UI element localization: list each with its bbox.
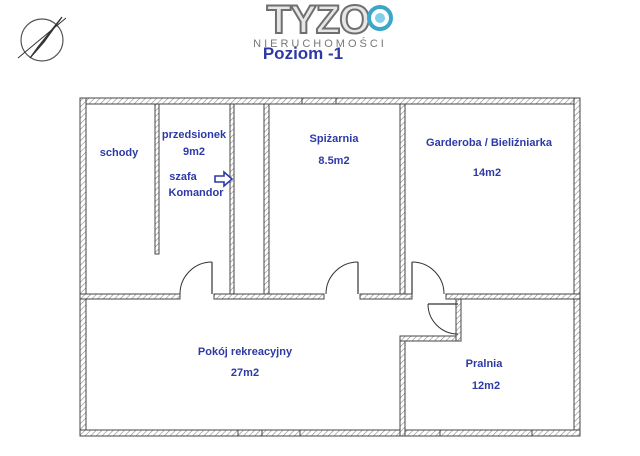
room-pokoj-label: Pokój rekreacyjny: [198, 346, 293, 358]
door-spizarnia: [325, 261, 359, 295]
outer-walls: [79, 97, 581, 437]
logo-tagline: NIERUCHOMOŚCI: [253, 37, 387, 50]
logo-text: TYZO: [267, 0, 370, 42]
room-przedsionek-area: 9m2: [183, 146, 205, 158]
room-garderoba-area: 14m2: [473, 167, 501, 179]
arrow-right-icon: [214, 170, 234, 188]
room-przedsionek-label: przedsionek: [162, 129, 227, 141]
door-pralnia: [427, 303, 459, 335]
room-pokoj-area: 27m2: [231, 367, 259, 379]
room-spizarnia-label: Spiżarnia: [310, 133, 360, 145]
interior-walls: [79, 103, 581, 437]
door-garderoba: [411, 261, 445, 295]
wall-marks: [237, 98, 533, 436]
room-spizarnia-area: 8.5m2: [318, 155, 349, 167]
room-pralnia-label: Pralnia: [466, 358, 504, 370]
logo-ring-icon: [367, 5, 393, 31]
room-garderoba-label: Garderoba / Bieliźniarka: [426, 137, 553, 149]
room-szafa-sub: Komandor: [169, 187, 225, 199]
room-schody-label: schody: [100, 147, 139, 159]
brand-logo: TYZO NIERUCHOMOŚCI: [253, 0, 393, 50]
north-arrow-icon: [17, 16, 67, 62]
door-przedsionek: [179, 261, 213, 295]
room-szafa-label: szafa: [169, 171, 197, 183]
room-pralnia-area: 12m2: [472, 380, 500, 392]
floor-title: Poziom -1: [263, 44, 343, 63]
